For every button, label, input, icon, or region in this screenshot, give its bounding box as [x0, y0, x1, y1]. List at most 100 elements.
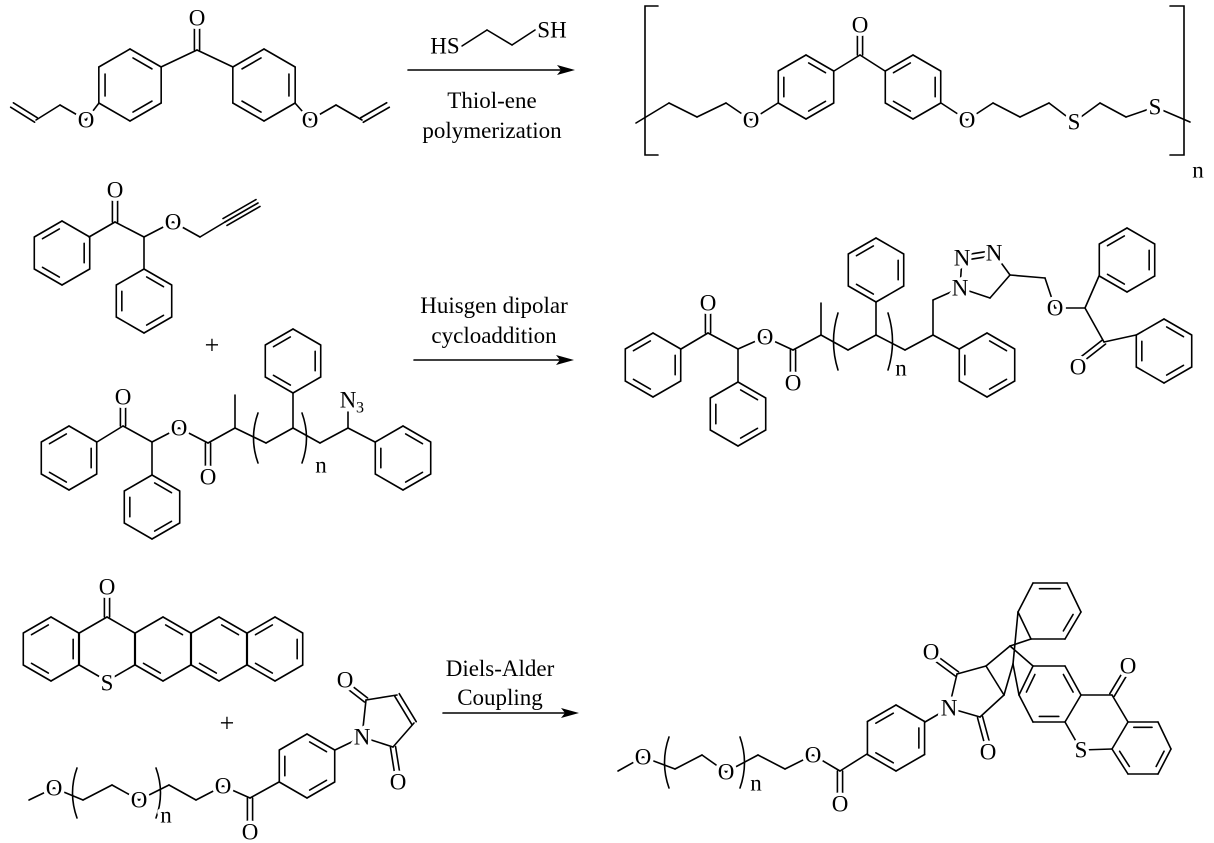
ring-bond	[246, 664, 276, 682]
oxygen-atom: O	[700, 291, 717, 316]
reaction-3-label-line2: Coupling	[457, 685, 543, 710]
double-bond	[976, 716, 986, 745]
ring-bond	[98, 102, 131, 122]
aromatic-inner-bond	[855, 283, 875, 295]
single-bond	[265, 427, 294, 444]
single-bond	[1125, 106, 1156, 118]
nitrogen-atom: N	[986, 241, 1003, 266]
oxygen-atom: O	[743, 108, 760, 133]
single-bond	[989, 274, 1011, 299]
ring-bond	[264, 328, 294, 346]
ring-bond	[306, 781, 336, 799]
double-bond	[961, 254, 996, 262]
single-bond	[979, 694, 1005, 718]
double-bond	[393, 695, 413, 726]
oxygen-atom: O	[99, 575, 116, 600]
double-bond	[398, 692, 418, 723]
ring-bond	[374, 425, 404, 443]
ring-bond	[190, 664, 220, 682]
reaction-1-conditions: Thiol-ene polymerization	[422, 88, 562, 143]
oxygen-atom: O	[302, 108, 319, 133]
single-bond	[309, 104, 337, 121]
double-bond	[1081, 343, 1107, 363]
oxygen-atom: O	[852, 13, 869, 38]
single-bond	[1073, 102, 1101, 123]
nitrogen-atom: N	[941, 696, 958, 721]
double-bond	[934, 654, 960, 673]
ring-bond	[264, 376, 294, 394]
single-bond	[985, 665, 1005, 696]
ring-bond	[68, 425, 98, 443]
oxygen-atom: O	[131, 788, 148, 813]
single-bond	[725, 102, 752, 121]
single-bond	[750, 102, 779, 121]
single-bond	[1084, 307, 1105, 343]
single-bond	[334, 736, 363, 751]
single-bond	[461, 29, 488, 47]
single-bond	[335, 104, 363, 121]
ring-bond	[129, 102, 162, 122]
nitrogen-atom: N	[952, 276, 969, 301]
ring-bond	[958, 332, 988, 350]
oxygen-atom: O	[785, 371, 802, 396]
aromatic-inner-bond	[41, 266, 61, 278]
ring-bond	[624, 380, 654, 398]
ring-bond	[912, 102, 942, 120]
aromatic-inner-bond	[308, 741, 328, 753]
ring-bond	[129, 48, 162, 68]
ring-bond	[1126, 227, 1156, 245]
ring-bond	[50, 616, 80, 634]
ring-bond	[61, 220, 91, 238]
single-bond	[1009, 638, 1032, 647]
single-bond	[833, 54, 861, 72]
single-bond	[859, 54, 886, 72]
single-bond	[392, 722, 415, 748]
double-bond	[9, 106, 36, 124]
ring-bond	[805, 102, 835, 120]
oxygen-atom: O	[832, 792, 849, 817]
double-bond	[960, 249, 995, 257]
single-bond	[234, 427, 267, 444]
ring-bond	[151, 522, 181, 540]
aromatic-inner-bond	[1106, 273, 1126, 285]
reaction-1-label-line2: polymerization	[422, 118, 562, 143]
single-bond	[361, 736, 394, 748]
ring-bond	[1111, 721, 1129, 750]
single-bond	[85, 102, 100, 121]
single-bond	[199, 221, 226, 238]
aromatic-inner-bond	[241, 57, 262, 70]
oxygen-atom: O	[805, 743, 822, 768]
ring-bond	[1157, 721, 1172, 750]
aromatic-inner-bond	[145, 314, 165, 326]
aromatic-inner-bond	[1165, 326, 1185, 338]
aromatic-inner-bond	[807, 100, 827, 112]
single-bond	[294, 102, 311, 121]
single-bond	[1099, 102, 1127, 118]
single-bond	[207, 427, 236, 444]
single-bond	[486, 29, 513, 46]
ring-bond	[306, 733, 336, 751]
aromatic-inner-bond	[164, 624, 184, 636]
double-bond	[359, 101, 388, 119]
aromatic-inner-bond	[632, 340, 652, 352]
single-bond	[59, 104, 87, 121]
ring-bond	[1018, 665, 1034, 696]
ring-bond	[652, 332, 682, 350]
nitrogen-atom: N	[340, 388, 357, 413]
ring-bond	[40, 425, 70, 443]
ring-bond	[895, 753, 926, 772]
ring-bond	[123, 522, 153, 540]
ring-bond	[884, 102, 914, 120]
single-bond	[707, 332, 739, 350]
double-bond	[389, 746, 396, 774]
repeat-unit-n: n	[160, 803, 172, 828]
single-bond	[993, 252, 1011, 276]
aromatic-inner-bond	[1062, 613, 1074, 632]
aromatic-inner-bond	[1025, 673, 1036, 693]
repeat-unit-n: n	[315, 453, 327, 478]
ring-bond	[78, 616, 108, 634]
aromatic-inner-bond	[241, 100, 262, 113]
double-bond	[394, 745, 401, 773]
ring-bond	[278, 781, 308, 799]
